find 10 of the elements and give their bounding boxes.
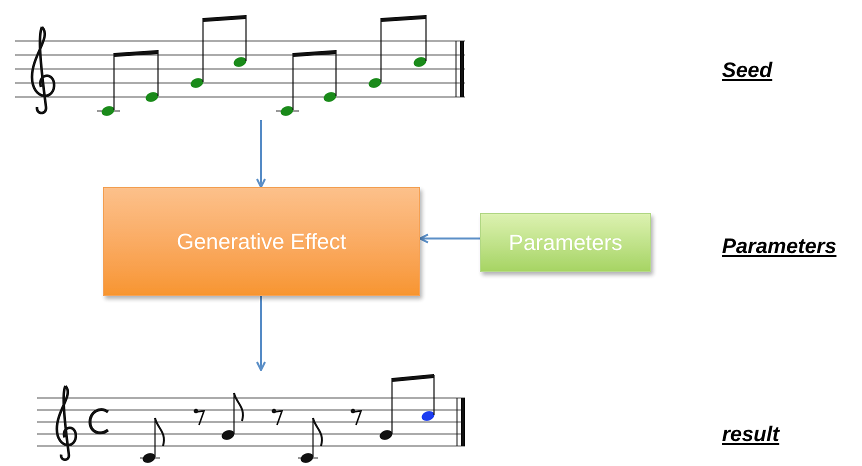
row-label: Parameters bbox=[722, 234, 836, 260]
arrow bbox=[256, 296, 266, 371]
box-label: Parameters bbox=[508, 229, 622, 257]
arrow bbox=[256, 120, 266, 188]
row-label: Seed bbox=[722, 58, 772, 84]
arrow bbox=[419, 234, 480, 244]
process-box bbox=[480, 213, 651, 272]
row-label: result bbox=[722, 422, 780, 448]
box-label: Generative Effect bbox=[176, 228, 346, 256]
process-box bbox=[103, 187, 420, 296]
